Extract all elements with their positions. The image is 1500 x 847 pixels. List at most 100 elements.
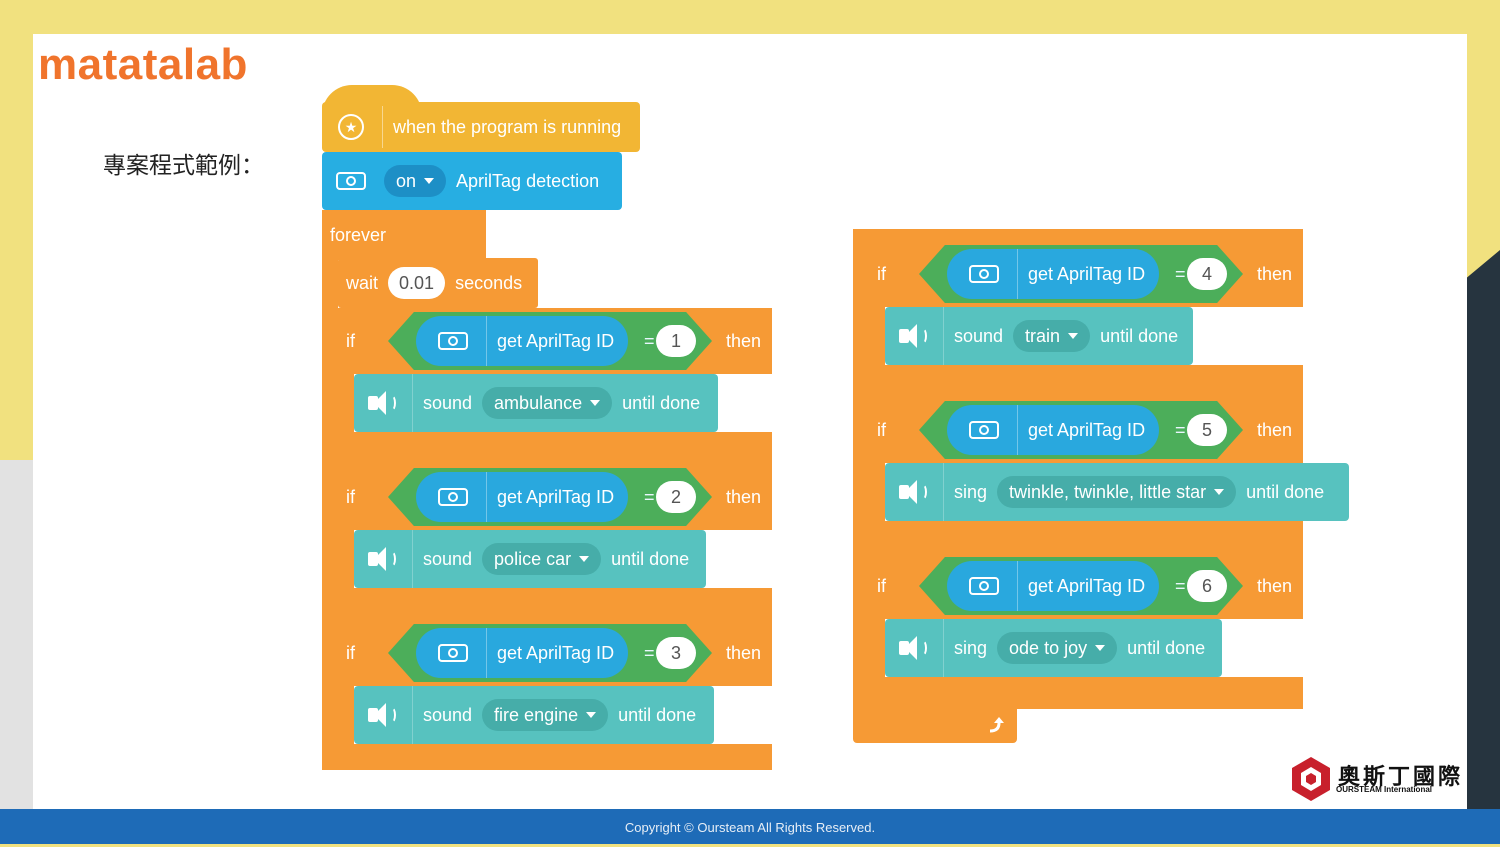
condition-value-3[interactable]: 3 [656, 637, 696, 669]
if-foot-6 [869, 677, 1303, 709]
detection-label: AprilTag detection [456, 170, 600, 191]
until-done-label: until done [622, 392, 701, 413]
camera-icon [336, 172, 366, 190]
star-icon: ★ [338, 114, 364, 140]
matatalab-logo: matatalab [38, 40, 248, 89]
then-label: then [726, 487, 762, 507]
reporter-label: get AprilTag ID [497, 330, 615, 351]
page-caption: 專案程式範例： [103, 153, 264, 179]
get-apriltag-reporter-1[interactable]: get AprilTag ID [416, 316, 628, 366]
speaker-icon [368, 703, 398, 727]
camera-icon [438, 644, 468, 662]
forever-end [853, 709, 1017, 743]
sound-verb: sound [423, 548, 473, 569]
wait-block[interactable]: wait 0.01 seconds [338, 258, 538, 308]
sing-block-6[interactable]: sing ode to joy until done [885, 619, 1222, 677]
chevron-down-icon [424, 178, 435, 184]
if-arm-5 [869, 463, 885, 521]
reporter-label: get AprilTag ID [497, 486, 615, 507]
until-done-label: until done [1246, 481, 1325, 502]
reporter-label: get AprilTag ID [1028, 419, 1146, 440]
if-label: if [877, 420, 886, 440]
sound-verb: sound [954, 325, 1004, 346]
if-foot-3 [338, 744, 772, 770]
then-label: then [726, 331, 762, 351]
camera-icon [969, 421, 999, 439]
if-label: if [346, 487, 355, 507]
if-foot-1 [338, 432, 772, 464]
sound-dropdown-1[interactable]: ambulance [482, 387, 613, 419]
until-done-label: until done [1127, 637, 1206, 658]
copyright-footer: Copyright © Oursteam All Rights Reserved… [0, 809, 1500, 844]
camera-icon [438, 332, 468, 350]
sing-verb: sing [954, 481, 988, 502]
get-apriltag-reporter-2[interactable]: get AprilTag ID [416, 472, 628, 522]
speaker-icon [899, 480, 929, 504]
condition-value-5[interactable]: 5 [1187, 414, 1227, 446]
chevron-down-icon [1214, 489, 1225, 495]
condition-value-6[interactable]: 6 [1187, 570, 1227, 602]
then-label: then [726, 643, 762, 663]
sound-dropdown-4[interactable]: train [1013, 320, 1091, 352]
equals-sign: = [644, 331, 655, 351]
speaker-icon [368, 547, 398, 571]
reporter-label: get AprilTag ID [497, 642, 615, 663]
wait-suffix: seconds [455, 272, 523, 293]
condition-value-1[interactable]: 1 [656, 325, 696, 357]
chevron-down-icon [1095, 645, 1106, 651]
condition-value-4[interactable]: 4 [1187, 258, 1227, 290]
camera-icon [438, 488, 468, 506]
top-edge-right [853, 229, 1303, 241]
sing-verb: sing [954, 637, 988, 658]
then-label: then [1257, 420, 1293, 440]
sound-block-2[interactable]: sound police car until done [354, 530, 706, 588]
camera-icon [969, 577, 999, 595]
apriltag-detection-block[interactable]: on AprilTag detection [322, 152, 622, 210]
if-foot-2 [338, 588, 772, 620]
if-arm-6 [869, 619, 885, 677]
then-label: then [1257, 576, 1293, 596]
decor-corner [1464, 250, 1500, 280]
forever-arm [322, 258, 338, 770]
when-program-running-block[interactable]: ★ when the program is running [322, 102, 640, 152]
chevron-down-icon [579, 556, 590, 562]
chevron-down-icon [590, 400, 601, 406]
if-label: if [346, 331, 355, 351]
sound-block-4[interactable]: sound train until done [885, 307, 1193, 365]
if-arm-4 [869, 307, 885, 365]
forever-block[interactable]: forever [322, 210, 486, 260]
get-apriltag-reporter-3[interactable]: get AprilTag ID [416, 628, 628, 678]
sing-dropdown-6[interactable]: ode to joy [997, 632, 1118, 664]
equals-sign: = [1175, 420, 1186, 440]
wait-prefix: wait [346, 272, 379, 293]
brand-en-name: OURSTEAM International [1336, 785, 1433, 794]
sound-block-3[interactable]: sound fire engine until done [354, 686, 714, 744]
then-label: then [1257, 264, 1293, 284]
decor-strip [1464, 280, 1500, 810]
sound-block-1[interactable]: sound ambulance until done [354, 374, 718, 432]
if-arm-1 [338, 374, 354, 432]
chevron-down-icon [586, 712, 597, 718]
hat-label: when the program is running [393, 116, 622, 137]
reporter-label: get AprilTag ID [1028, 575, 1146, 596]
until-done-label: until done [1100, 325, 1179, 346]
wait-input[interactable]: 0.01 [388, 267, 446, 299]
if-label: if [346, 643, 355, 663]
condition-value-2[interactable]: 2 [656, 481, 696, 513]
if-arm-2 [338, 530, 354, 588]
sing-dropdown-5[interactable]: twinkle, twinkle, little star [997, 476, 1237, 508]
camera-state-dropdown[interactable]: on [384, 165, 447, 197]
get-apriltag-reporter-6[interactable]: get AprilTag ID [947, 561, 1159, 611]
get-apriltag-reporter-4[interactable]: get AprilTag ID [947, 249, 1159, 299]
if-label: if [877, 264, 886, 284]
forever-arm-right [853, 229, 869, 713]
equals-sign: = [644, 643, 655, 663]
sound-dropdown-3[interactable]: fire engine [482, 699, 609, 731]
sing-block-5[interactable]: sing twinkle, twinkle, little star until… [885, 463, 1349, 521]
sound-dropdown-2[interactable]: police car [482, 543, 602, 575]
until-done-label: until done [618, 704, 697, 725]
speaker-icon [899, 324, 929, 348]
sound-verb: sound [423, 704, 473, 725]
speaker-icon [368, 391, 398, 415]
get-apriltag-reporter-5[interactable]: get AprilTag ID [947, 405, 1159, 455]
